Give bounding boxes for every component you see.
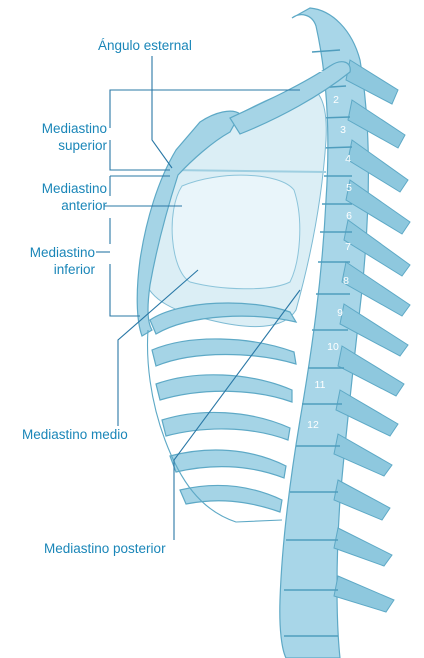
vertebra-number: 3 — [340, 124, 346, 136]
label-angulo-esternal: Ángulo esternal — [98, 37, 192, 54]
vertebra-number: 1 — [317, 63, 323, 75]
inferior-bracket-bottom — [110, 264, 140, 316]
spinous-process — [334, 528, 392, 566]
vertebra-number: 11 — [315, 379, 326, 391]
vertebra-number: 6 — [346, 210, 352, 222]
label-mediastino-superior-line1: Mediastino — [12, 120, 107, 137]
label-mediastino-inferior-line1: Mediastino — [0, 244, 95, 261]
superior-bracket-bottom — [110, 140, 170, 170]
heart-region — [172, 175, 300, 289]
label-mediastino-inferior-line2: inferior — [0, 261, 95, 278]
vertebra-number: 10 — [327, 341, 339, 353]
vertebra-number: 4 — [345, 153, 351, 165]
spinous-process — [334, 480, 390, 520]
vertebra-number: 7 — [345, 241, 351, 253]
label-mediastino-anterior-line2: anterior — [12, 197, 107, 214]
vertebra-number: 5 — [346, 182, 352, 194]
ribs — [150, 303, 296, 512]
vertebra-number: 2 — [333, 94, 339, 106]
spinous-process — [334, 576, 394, 612]
vertebra-number: 12 — [307, 419, 319, 431]
label-mediastino-anterior-line1: Mediastino — [12, 180, 107, 197]
vertebra-number: 9 — [337, 307, 343, 319]
angulo-esternal-leader — [152, 56, 172, 168]
vertebra-number: 8 — [343, 275, 349, 287]
label-mediastino-medio: Mediastino medio — [22, 426, 128, 443]
label-mediastino-superior-line2: superior — [12, 137, 107, 154]
label-mediastino-posterior: Mediastino posterior — [44, 540, 166, 557]
